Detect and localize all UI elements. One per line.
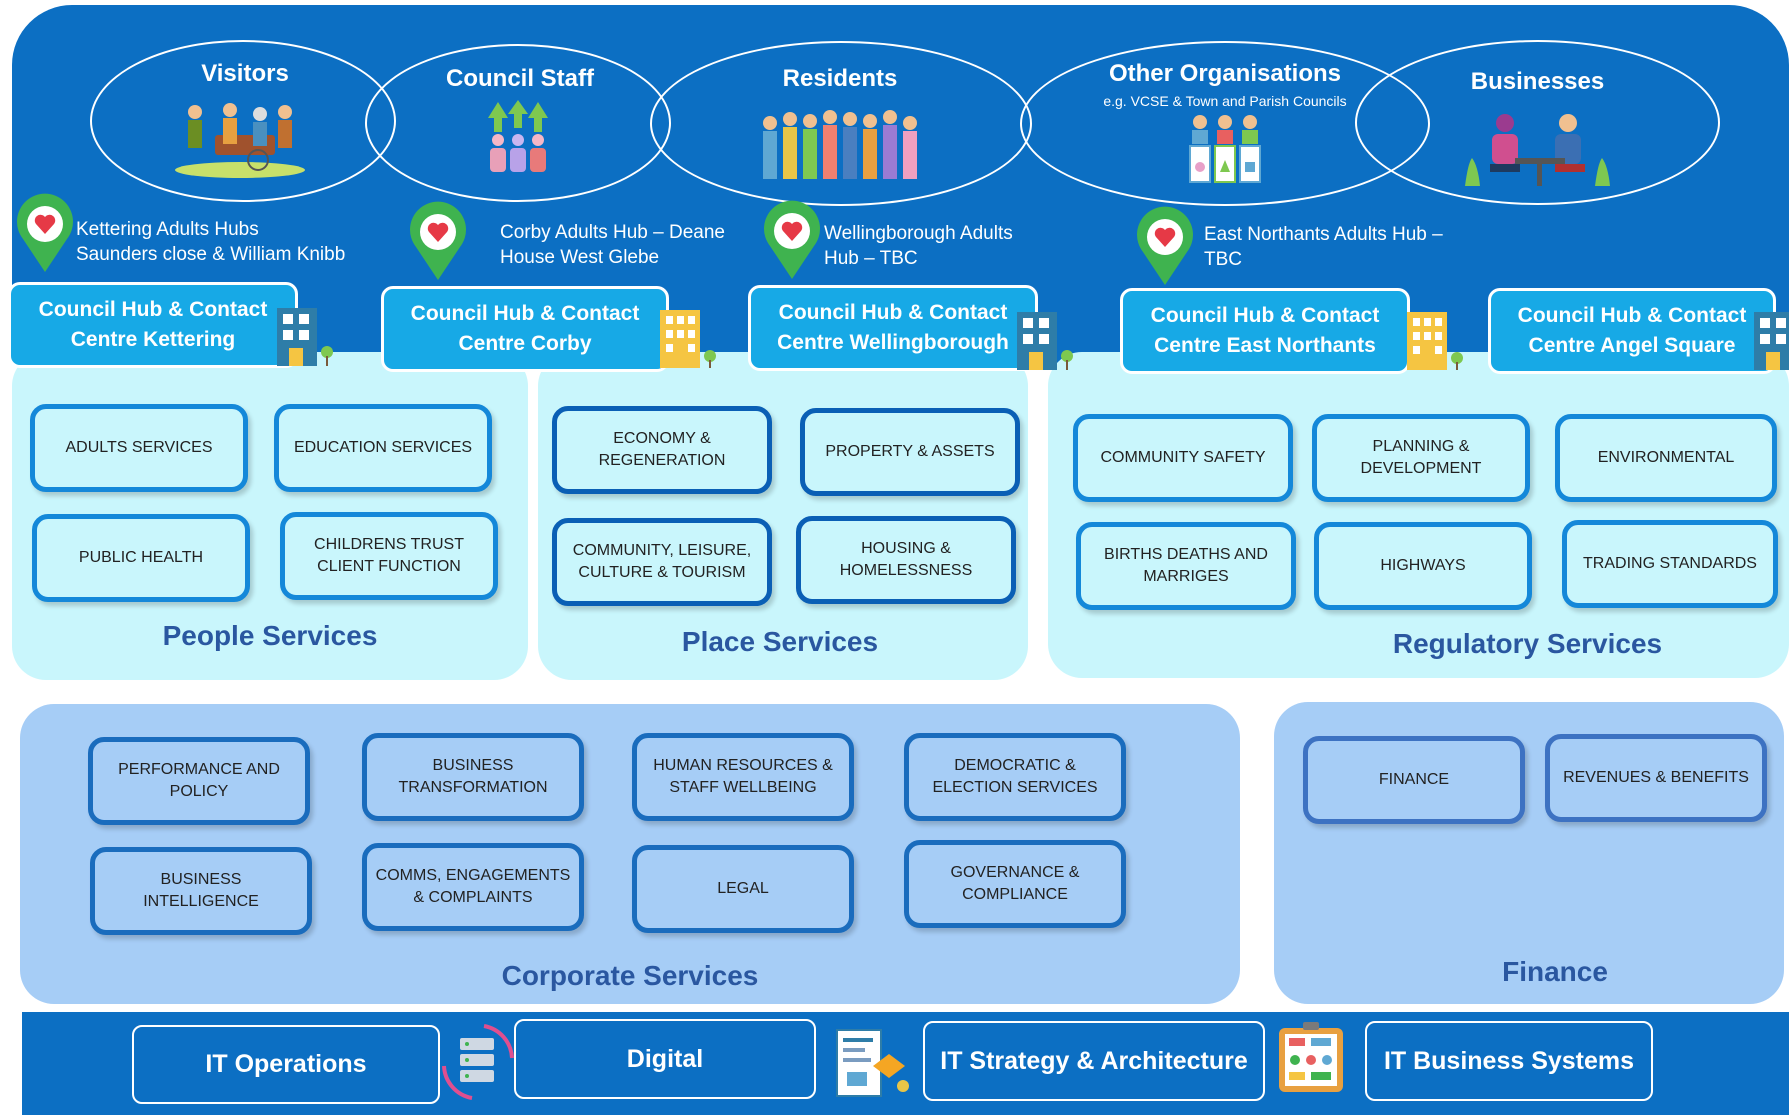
service-box[interactable]: BUSINESS TRANSFORMATION [362, 733, 584, 821]
service-box[interactable]: REVENUES & BENEFITS [1545, 734, 1767, 822]
service-box[interactable]: HOUSING & HOMELESSNESS [796, 516, 1016, 604]
service-box[interactable]: ADULTS SERVICES [30, 404, 248, 492]
service-box[interactable]: COMMUNITY SAFETY [1073, 414, 1293, 502]
audience-title: Businesses [1470, 68, 1605, 95]
location-pin-icon [1137, 206, 1193, 285]
digital-box[interactable]: Digital [514, 1019, 816, 1099]
place-services-title: Place Services [681, 626, 879, 657]
service-box[interactable]: PERFORMANCE AND POLICY [88, 737, 310, 825]
service-box[interactable]: DEMOCRATIC & ELECTION SERVICES [904, 733, 1126, 821]
service-box[interactable]: ECONOMY & REGENERATION [552, 406, 772, 494]
service-box[interactable]: TRADING STANDARDS [1562, 520, 1778, 608]
visitors-illustration-icon [175, 103, 305, 178]
service-box[interactable]: PUBLIC HEALTH [32, 514, 250, 602]
service-box[interactable]: COMMS, ENGAGEMENTS & COMPLAINTS [362, 843, 584, 931]
service-box[interactable]: LEGAL [632, 845, 854, 933]
service-box[interactable]: BUSINESS INTELLIGENCE [90, 847, 312, 935]
service-box[interactable]: FINANCE [1303, 736, 1525, 824]
service-box[interactable]: COMMUNITY, LEISURE, CULTURE & TOURISM [552, 518, 772, 606]
audience-subtitle: e.g. VCSE & Town and Parish Councils [1103, 93, 1347, 109]
service-box[interactable]: PLANNING & DEVELOPMENT [1312, 414, 1530, 502]
audience-businesses-ellipse[interactable] [1355, 40, 1720, 205]
residents-crowd-icon [763, 110, 917, 179]
building-icon [1754, 312, 1789, 370]
location-pin-icon [764, 200, 820, 279]
service-box[interactable]: PROPERTY & ASSETS [800, 408, 1020, 496]
service-box[interactable]: EDUCATION SERVICES [274, 404, 492, 492]
audience-title: Council Staff [446, 65, 594, 92]
building-icon [660, 310, 716, 368]
audience-title: Visitors [201, 60, 289, 87]
building-icon [1017, 312, 1073, 370]
audience-title: Residents [782, 65, 898, 92]
service-box[interactable]: HIGHWAYS [1314, 522, 1532, 610]
digital-document-icon [836, 1029, 909, 1097]
server-sync-icon [442, 1024, 514, 1100]
it-business-systems-box[interactable]: IT Business Systems [1365, 1021, 1653, 1101]
service-box[interactable]: ENVIRONMENTAL [1555, 414, 1777, 502]
organisations-icon [1189, 115, 1261, 183]
building-icon [277, 308, 333, 366]
strategy-board-icon [1279, 1022, 1343, 1092]
service-box[interactable]: BIRTHS DEATHS AND MARRIGES [1076, 522, 1296, 610]
it-strategy-box[interactable]: IT Strategy & Architecture [923, 1021, 1265, 1101]
regulatory-services-panel [1048, 352, 1789, 678]
it-band [22, 1012, 1789, 1115]
finance-title: Finance [1502, 956, 1608, 987]
corporate-services-title: Corporate Services [501, 960, 759, 991]
building-icon [1407, 312, 1463, 370]
business-meeting-icon [1465, 114, 1610, 186]
regulatory-services-title: Regulatory Services [1392, 628, 1663, 659]
service-box[interactable]: GOVERNANCE & COMPLIANCE [904, 840, 1126, 928]
location-label: East Northants Adults Hub –TBC [1204, 224, 1443, 270]
audience-title: Other Organisations [1108, 60, 1342, 87]
service-box[interactable]: HUMAN RESOURCES & STAFF WELLBEING [632, 733, 854, 821]
people-services-title: People Services [162, 620, 378, 651]
service-box[interactable]: CHILDRENS TRUST CLIENT FUNCTION [280, 512, 498, 600]
location-pin-icon [17, 193, 74, 272]
it-operations-box[interactable]: IT Operations [132, 1025, 440, 1104]
location-pin-icon [410, 201, 466, 280]
staff-growth-icon [488, 100, 548, 172]
